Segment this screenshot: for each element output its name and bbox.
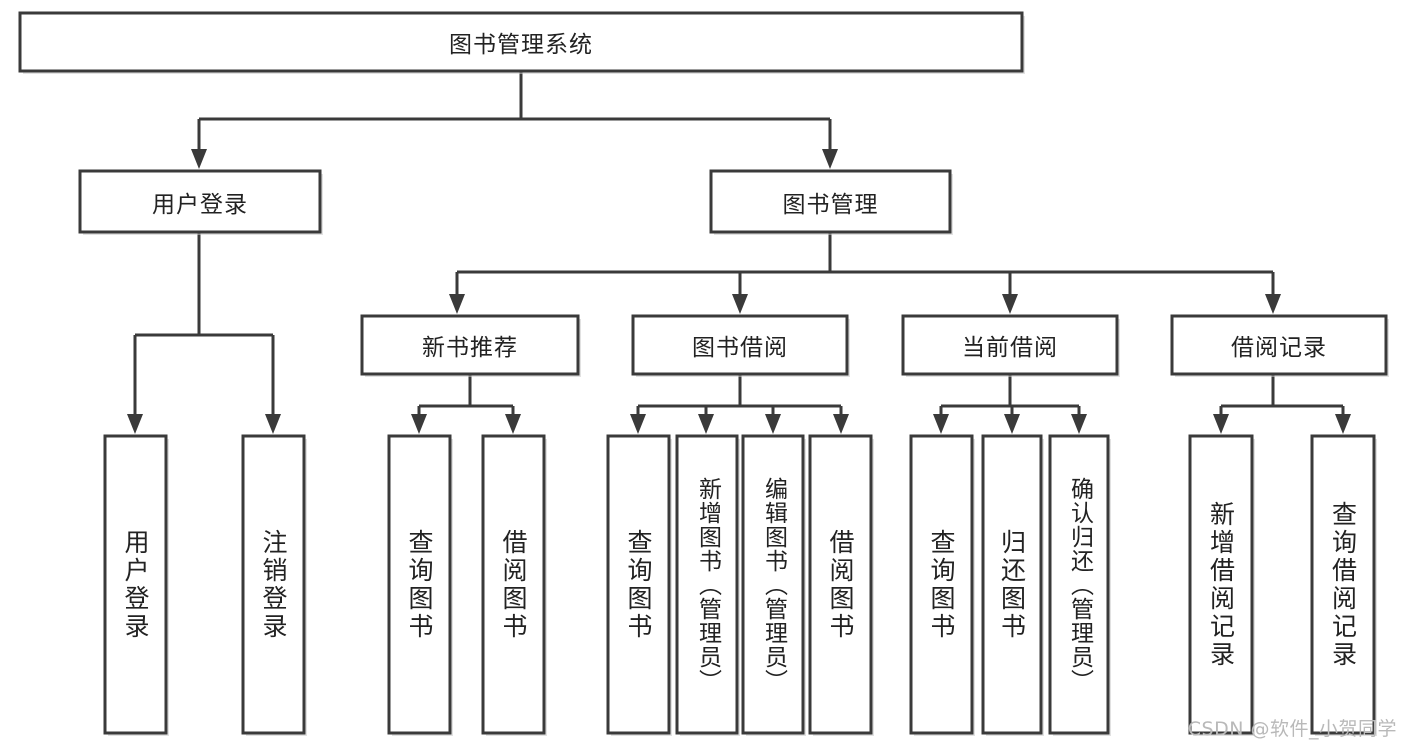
node-rect: [709, 169, 952, 234]
node-rect: [1048, 434, 1110, 735]
connector-arrow-icon: [732, 294, 748, 314]
node-rect: [901, 314, 1119, 376]
connector-group: [411, 374, 521, 434]
connector-arrow-icon: [630, 414, 646, 434]
node-leaf-2[interactable]: [387, 434, 453, 736]
node-rect: [606, 434, 671, 735]
node-rect: [981, 434, 1043, 735]
node-level3-0[interactable]: [360, 314, 581, 377]
connector-arrow-icon: [698, 414, 714, 434]
node-leaf-11[interactable]: [1188, 434, 1255, 736]
connector-arrow-icon: [1335, 414, 1351, 434]
node-rect: [1170, 314, 1388, 376]
node-leaf-0[interactable]: [103, 434, 169, 736]
node-level3-2[interactable]: [901, 314, 1120, 377]
connector-arrow-icon: [833, 414, 849, 434]
connector-arrow-icon: [1265, 294, 1281, 314]
node-rect: [808, 434, 873, 735]
node-rect: [675, 434, 739, 735]
connector-arrow-icon: [449, 294, 465, 314]
connector-arrow-icon: [1002, 294, 1018, 314]
connector-group: [191, 71, 838, 169]
connector-arrow-icon: [265, 414, 281, 434]
node-rect: [481, 434, 546, 735]
connector-arrow-icon: [1071, 414, 1087, 434]
connector-arrow-icon: [822, 149, 838, 169]
node-leaf-4[interactable]: [606, 434, 672, 736]
node-rect: [631, 314, 849, 376]
node-level3-3[interactable]: [1170, 314, 1389, 377]
connector-group: [449, 232, 1281, 314]
node-rect: [241, 434, 306, 735]
node-leaf-1[interactable]: [241, 434, 307, 736]
node-leaf-8[interactable]: [909, 434, 975, 736]
node-level3-1[interactable]: [631, 314, 850, 377]
watermark-text: CSDN @软件_小贺同学: [1187, 718, 1397, 740]
connector-arrow-icon: [1213, 414, 1229, 434]
node-leaf-3[interactable]: [481, 434, 547, 736]
node-rect: [18, 11, 1024, 73]
node-leaf-10[interactable]: [1048, 434, 1111, 736]
node-rect: [1188, 434, 1254, 735]
node-leaf-5[interactable]: [675, 434, 740, 736]
node-level2-0[interactable]: [78, 169, 323, 235]
connector-arrow-icon: [505, 414, 521, 434]
node-leaf-6[interactable]: [741, 434, 806, 736]
connector-arrow-icon: [1004, 414, 1020, 434]
node-rect: [909, 434, 974, 735]
connector-arrow-icon: [411, 414, 427, 434]
node-rect: [78, 169, 322, 234]
connector-group: [630, 374, 849, 434]
node-leaf-9[interactable]: [981, 434, 1044, 736]
connector-group: [1213, 374, 1351, 434]
node-rect: [360, 314, 580, 376]
connector-group: [127, 232, 281, 434]
connector-group: [933, 374, 1087, 434]
connector-arrow-icon: [933, 414, 949, 434]
node-level2-1[interactable]: [709, 169, 953, 235]
connector-arrow-icon: [765, 414, 781, 434]
node-rect: [741, 434, 805, 735]
node-rect: [1310, 434, 1376, 735]
node-leaf-7[interactable]: [808, 434, 874, 736]
node-rect: [387, 434, 452, 735]
connector-arrow-icon: [127, 414, 143, 434]
connector-arrow-icon: [191, 149, 207, 169]
node-root-system[interactable]: [18, 11, 1025, 74]
node-leaf-12[interactable]: [1310, 434, 1377, 736]
node-rect: [103, 434, 168, 735]
